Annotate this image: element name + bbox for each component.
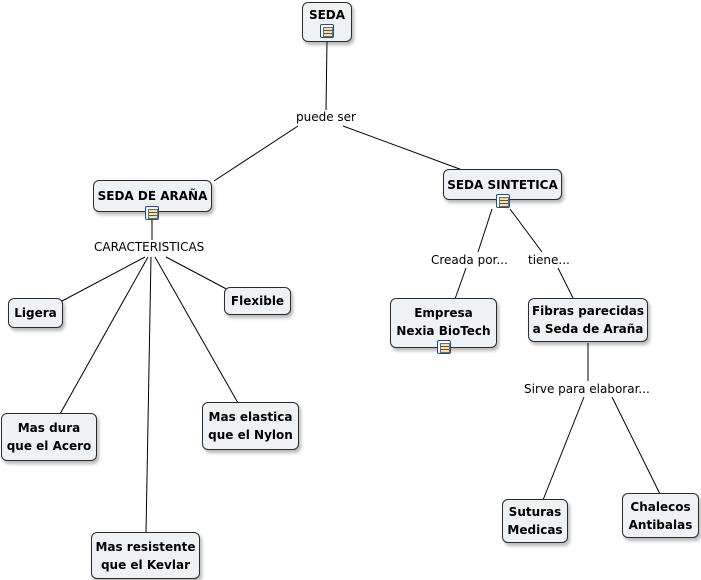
- document-icon[interactable]: [320, 24, 334, 38]
- document-icon[interactable]: [496, 194, 510, 208]
- link-label-caracteristicas: CARACTERISTICAS: [92, 240, 207, 254]
- node-fibras[interactable]: Fibras parecidas a Seda de Araña: [528, 298, 648, 342]
- node-mas-dura-label: Mas dura que el Acero: [6, 421, 92, 453]
- node-mas-dura[interactable]: Mas dura que el Acero: [1, 413, 97, 461]
- node-fibras-label: Fibras parecidas a Seda de Araña: [531, 304, 645, 336]
- document-icon[interactable]: [145, 206, 159, 220]
- node-chalecos[interactable]: Chalecos Antibalas: [622, 493, 699, 538]
- node-seda-arana-label: SEDA DE ARAÑA: [97, 189, 208, 203]
- node-suturas-label: Suturas Medicas: [507, 505, 563, 537]
- link-label-creada-por: Creada por...: [429, 253, 510, 267]
- node-seda-label: SEDA: [308, 8, 346, 22]
- document-icon[interactable]: [437, 340, 451, 354]
- link-label-puede-ser: puede ser: [294, 110, 358, 124]
- link-label-sirve-para: Sirve para elaborar...: [522, 382, 652, 396]
- node-seda-sintetica-label: SEDA SINTETICA: [447, 177, 558, 192]
- node-suturas[interactable]: Suturas Medicas: [502, 499, 568, 543]
- node-empresa-label: Empresa Nexia BioTech: [396, 306, 491, 338]
- node-flexible-label: Flexible: [230, 294, 285, 308]
- node-mas-elastica-label: Mas elastica que el Nylon: [208, 410, 293, 442]
- node-flexible[interactable]: Flexible: [224, 287, 291, 315]
- link-label-tiene: tiene...: [526, 253, 572, 267]
- node-mas-elastica[interactable]: Mas elastica que el Nylon: [202, 402, 299, 450]
- node-ligera-label: Ligera: [14, 306, 57, 320]
- node-chalecos-label: Chalecos Antibalas: [628, 499, 693, 532]
- node-mas-resistente-label: Mas resistente que el Kevlar: [95, 539, 196, 572]
- node-mas-resistente[interactable]: Mas resistente que el Kevlar: [91, 532, 200, 579]
- node-ligera[interactable]: Ligera: [8, 298, 63, 328]
- node-seda-sintetica[interactable]: SEDA SINTETICA: [443, 169, 562, 200]
